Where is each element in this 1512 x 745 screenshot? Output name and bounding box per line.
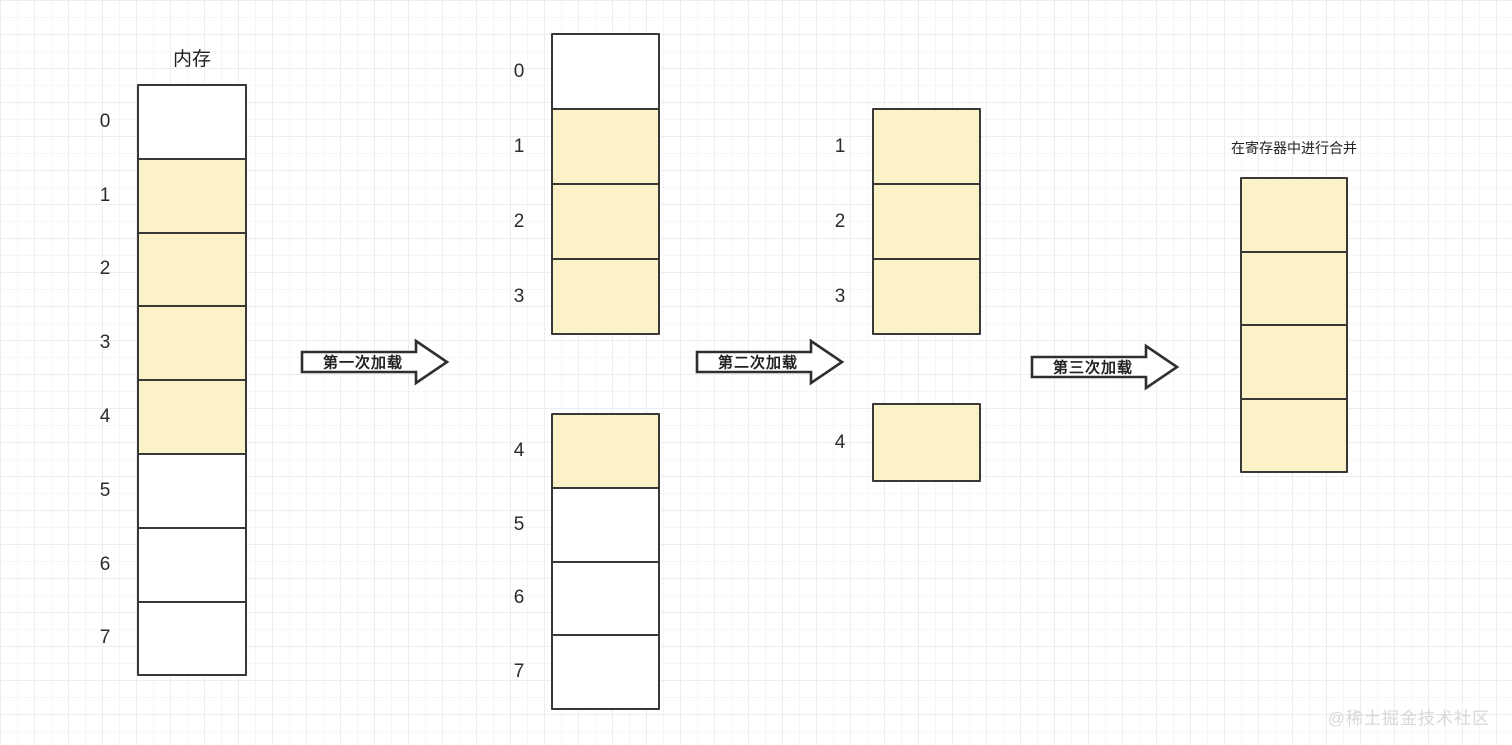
cell-loaded	[1240, 324, 1348, 400]
cell-index-label: 1	[834, 135, 846, 157]
cell-index-label	[1190, 324, 1240, 400]
cell-index-label: 7	[513, 661, 525, 683]
cell-row: 2	[87, 231, 247, 308]
first-load-arrow: 第一次加载	[299, 334, 451, 390]
cell-row: 4	[87, 379, 247, 455]
cell-loaded	[137, 231, 247, 308]
cell-row: 6	[87, 526, 247, 603]
cell-row	[1190, 324, 1348, 400]
cell-index-label	[1190, 177, 1240, 253]
cell-row: 1	[87, 157, 247, 234]
cell-loaded	[872, 108, 981, 185]
cell-empty	[137, 526, 247, 603]
cell-index-label: 2	[513, 210, 525, 232]
register-title: 在寄存器中进行合并	[1231, 140, 1357, 156]
block-arrow-right-icon	[300, 338, 450, 386]
cell-empty	[137, 84, 247, 160]
first-load-lower-column: 4 5 6 7	[501, 413, 660, 711]
memory-title: 内存	[172, 49, 211, 70]
cell-loaded	[872, 403, 981, 482]
second-load-lower-column: 4	[822, 403, 981, 482]
cell-row: 5	[87, 452, 247, 529]
cell-index-label: 5	[99, 479, 111, 501]
cell-index-label: 6	[513, 587, 525, 609]
cell-row	[1190, 397, 1348, 474]
cell-loaded	[551, 258, 660, 335]
cell-index-label: 7	[99, 627, 111, 649]
watermark: @稀土掘金技术社区	[1327, 709, 1490, 728]
cell-index-label: 5	[513, 513, 525, 535]
cell-index-label	[1190, 251, 1240, 327]
second-load-upper-column: 1 2 3	[822, 108, 981, 335]
cell-loaded	[1240, 397, 1348, 473]
cell-row: 5	[501, 486, 660, 563]
cell-row: 0	[501, 33, 660, 110]
cell-row: 3	[501, 258, 660, 335]
second-load-arrow: 第二次加载	[694, 334, 846, 390]
cell-row	[1190, 177, 1348, 253]
cell-index-label: 0	[99, 110, 111, 132]
arrow-label: 第二次加载	[717, 354, 798, 372]
cell-empty	[137, 600, 247, 677]
cell-loaded	[872, 258, 981, 335]
cell-row: 2	[501, 183, 660, 260]
cell-loaded	[137, 379, 247, 455]
cell-index-label: 4	[513, 439, 525, 461]
cell-empty	[551, 486, 660, 563]
cell-row: 6	[501, 560, 660, 637]
cell-loaded	[551, 108, 660, 185]
cell-index-label: 4	[834, 431, 846, 453]
cell-empty	[551, 560, 660, 637]
cell-loaded	[551, 183, 660, 260]
cell-index-label: 0	[513, 60, 525, 82]
cell-index-label: 1	[99, 184, 111, 206]
cell-index-label: 6	[99, 553, 111, 575]
register-column	[1190, 177, 1348, 473]
cell-row: 7	[87, 600, 247, 677]
cell-index-label: 3	[834, 285, 846, 307]
cell-row: 1	[501, 108, 660, 185]
block-arrow-right-icon	[1030, 343, 1180, 391]
cell-row	[1190, 250, 1348, 327]
cell-loaded	[137, 305, 247, 382]
block-arrow-right-icon	[695, 338, 845, 386]
arrow-label: 第一次加载	[322, 354, 403, 372]
cell-index-label: 2	[99, 258, 111, 280]
cell-row: 4	[501, 413, 660, 489]
cell-row: 0	[87, 84, 247, 160]
cell-index-label: 4	[99, 406, 111, 428]
cell-loaded	[137, 157, 247, 234]
cell-index-label: 3	[99, 332, 111, 354]
first-load-upper-column: 0 1 2 3	[501, 33, 660, 335]
third-load-arrow: 第三次加载	[1029, 339, 1181, 395]
cell-index-label	[1190, 398, 1240, 474]
cell-loaded	[551, 413, 660, 489]
cell-index-label: 1	[513, 135, 525, 157]
arrow-label: 第三次加载	[1052, 359, 1133, 377]
cell-row: 4	[822, 403, 981, 482]
cell-loaded	[872, 183, 981, 260]
cell-empty	[137, 452, 247, 529]
cell-row: 3	[822, 258, 981, 335]
cell-row: 2	[822, 183, 981, 260]
cell-index-label: 2	[834, 210, 846, 232]
cell-empty	[551, 634, 660, 711]
cell-index-label: 3	[513, 285, 525, 307]
cell-row: 3	[87, 305, 247, 382]
cell-row: 7	[501, 634, 660, 711]
cell-loaded	[1240, 250, 1348, 326]
cell-loaded	[1240, 177, 1348, 253]
cell-empty	[551, 33, 660, 110]
cell-row: 1	[822, 108, 981, 185]
memory-column: 0 1 2 3 4 5 6 7	[87, 84, 247, 677]
